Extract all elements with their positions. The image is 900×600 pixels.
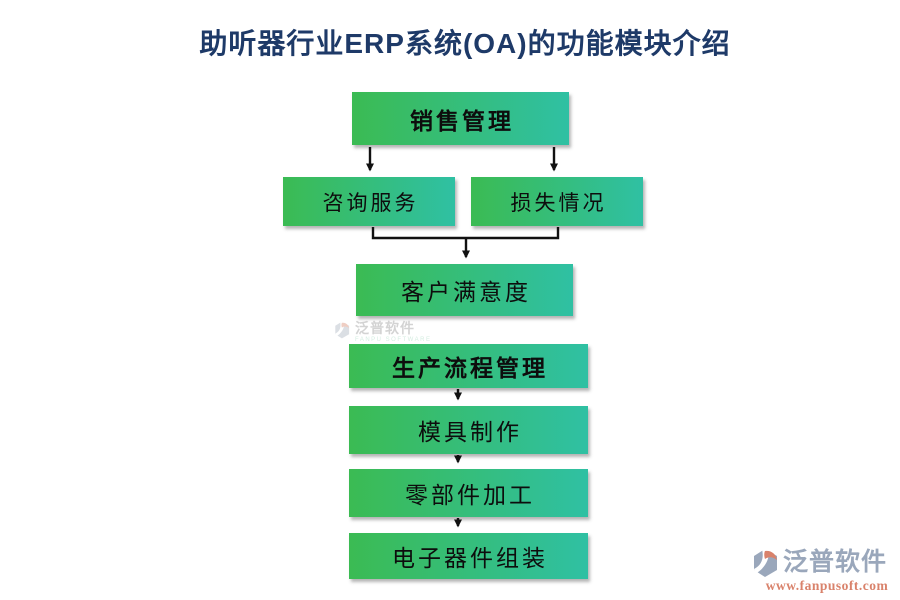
flow-node-sales: 销售管理 (352, 92, 569, 145)
center-watermark: 泛普软件 FANPU SOFTWARE (334, 321, 431, 343)
fanpu-logo-icon (754, 549, 777, 577)
corner-watermark-brand: 泛普软件 (783, 548, 888, 577)
flow-node-label: 模具制作 (418, 420, 522, 445)
center-watermark-brand: 泛普软件 (355, 320, 415, 336)
flow-node-satisfaction: 客户满意度 (356, 264, 573, 316)
flow-node-label: 生产流程管理 (392, 356, 548, 381)
flow-node-label: 损失情况 (510, 190, 607, 215)
flow-node-label: 电子器件组装 (392, 546, 548, 571)
flow-node-loss: 损失情况 (471, 177, 643, 226)
flow-node-mold: 模具制作 (349, 406, 588, 454)
flow-node-label: 零部件加工 (405, 483, 535, 508)
flow-node-parts: 零部件加工 (349, 469, 588, 517)
flow-node-label: 销售管理 (410, 108, 514, 134)
corner-watermark: 泛普软件 www.fanpusoft.com (752, 548, 900, 594)
corner-watermark-url: www.fanpusoft.com (765, 578, 889, 593)
page-title: 助听器行业ERP系统(OA)的功能模块介绍 (199, 28, 731, 59)
center-watermark-subtext: FANPU SOFTWARE (355, 337, 432, 343)
flow-node-label: 咨询服务 (322, 190, 419, 215)
flow-node-consulting: 咨询服务 (283, 177, 455, 226)
fanpu-logo-icon (335, 321, 350, 339)
flow-node-label: 客户满意度 (401, 280, 531, 305)
flow-node-production: 生产流程管理 (349, 344, 588, 388)
flow-node-assembly: 电子器件组装 (349, 533, 588, 579)
